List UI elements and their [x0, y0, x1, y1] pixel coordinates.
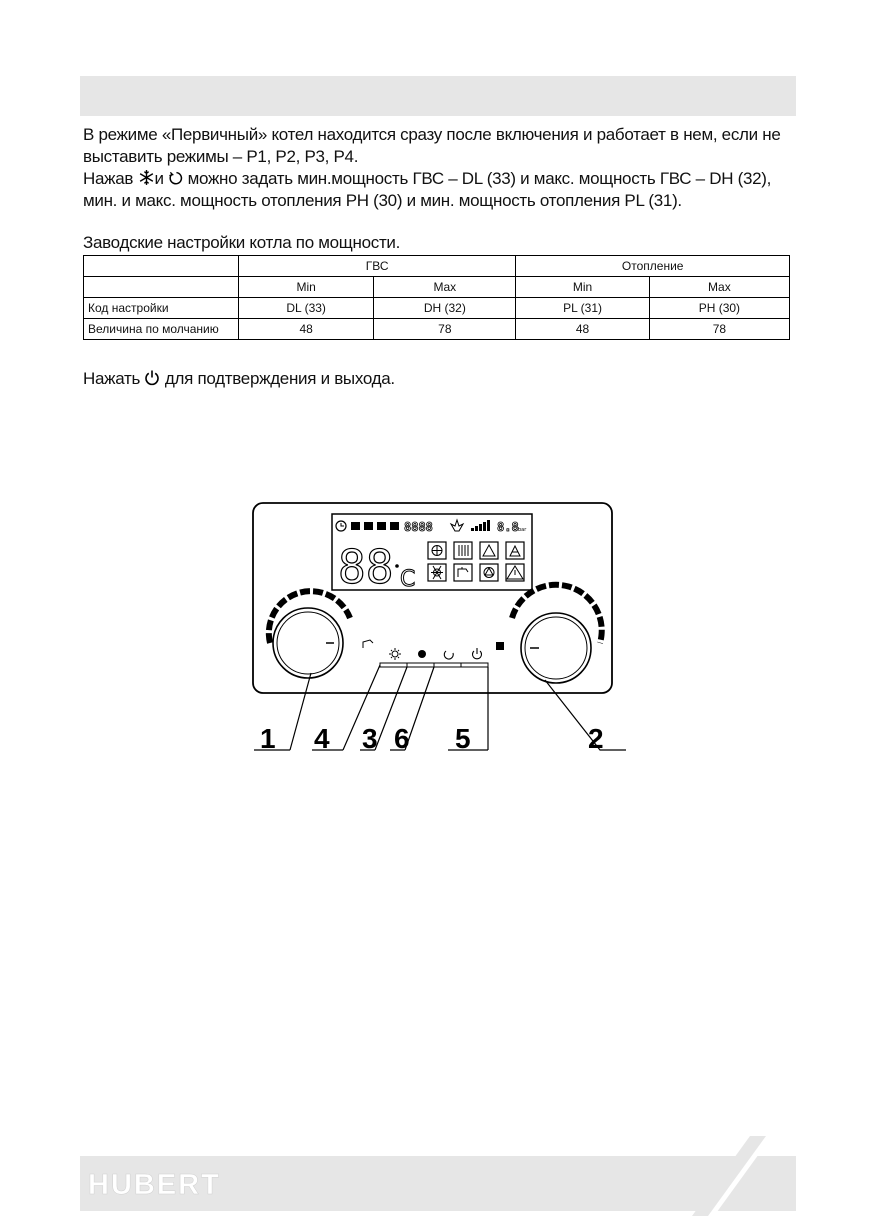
mode-button-icon	[418, 650, 426, 658]
tap-icon	[453, 563, 473, 582]
program-icon	[377, 522, 386, 530]
lcd-unit: bar	[518, 527, 527, 533]
table-row-label: Величина по молчанию	[83, 318, 239, 340]
table-group-header: Отопление	[515, 255, 790, 277]
control-panel-diagram: 8888 8.8 bar 88 C	[252, 502, 626, 754]
tap-icon	[362, 639, 374, 648]
table-row: Код настройки DL (33) DH (32) PL (31) PH…	[83, 297, 791, 319]
table-row: Величина по молчанию 48 78 48 78	[83, 318, 791, 340]
snowflake-icon	[427, 541, 447, 560]
table-subheader: Max	[648, 276, 791, 298]
lcd-small-digits: 8888	[404, 520, 433, 534]
panel-outline	[252, 502, 613, 694]
button-row	[379, 648, 489, 668]
status-icon-grid	[427, 541, 525, 582]
program-icon	[390, 522, 399, 530]
power-icon	[145, 370, 160, 386]
program-icon	[364, 522, 373, 530]
table-subheader: Max	[373, 276, 517, 298]
table-cell: 78	[373, 318, 517, 340]
paragraph-settings: Нажав и можно задать мин.мощность ГВС – …	[83, 168, 803, 212]
paragraph-text: и	[154, 169, 165, 188]
table-group-header-row: ГВС Отопление	[83, 255, 790, 277]
paragraph-text: Нажав	[83, 169, 134, 188]
power-icon	[471, 648, 483, 660]
table-subheader: Min	[237, 276, 375, 298]
callout-label: 4	[314, 723, 330, 754]
flow-icon	[479, 563, 499, 582]
brand-name: HUBERT	[88, 1169, 221, 1201]
degree-dot	[395, 564, 399, 568]
table-cell: DL (33)	[237, 297, 375, 319]
table-cell: PH (30)	[648, 297, 791, 319]
footer-stripes	[692, 1136, 772, 1216]
table-cell: 48	[515, 318, 650, 340]
flame-icon	[449, 518, 465, 532]
table-cell: 48	[237, 318, 375, 340]
knob-scale	[265, 588, 353, 644]
table-cell: PL (31)	[515, 297, 650, 319]
indicator-square	[496, 642, 504, 650]
paragraph-text: Нажать	[83, 369, 141, 388]
callout-label: 3	[362, 723, 378, 754]
callout-leaders	[254, 664, 626, 751]
callout-label: 2	[588, 723, 604, 754]
power-settings-table: ГВС Отопление Min Max Min Max Код настро…	[83, 255, 791, 340]
paragraph-primary-mode: В режиме «Первичный» котел находится сра…	[83, 125, 781, 166]
callout-label: 5	[455, 723, 471, 754]
table-group-header: ГВС	[237, 255, 517, 277]
radiator-icon	[453, 541, 473, 560]
table-cell: DH (32)	[373, 297, 517, 319]
table-cell	[83, 276, 239, 298]
header-bar	[80, 76, 796, 116]
lcd-display	[331, 513, 533, 591]
sun-icon	[427, 563, 447, 582]
brand-logo: HUBERT	[88, 1169, 221, 1202]
paragraph-confirm: Нажать для подтверждения и выхода.	[83, 368, 803, 390]
lcd-main-digits: 88	[338, 540, 393, 594]
lcd-pressure: 8.8	[497, 520, 519, 534]
reset-icon	[443, 650, 454, 660]
fan-icon	[479, 541, 499, 560]
table-cell	[83, 255, 239, 277]
table-caption: Заводские настройки котла по мощности.	[83, 233, 401, 252]
footer-bar	[80, 1156, 796, 1211]
paragraph-text: для подтверждения и выхода.	[164, 369, 395, 388]
callout-label: 1	[260, 723, 276, 754]
sun-icon	[389, 648, 401, 660]
table-row-label: Код настройки	[83, 297, 239, 319]
warning-icon	[505, 563, 525, 582]
paragraph-text: можно задать мин.мощность ГВС – DL (33) …	[83, 169, 772, 210]
snowflake-icon	[139, 170, 153, 185]
reset-icon	[169, 171, 183, 185]
knob-scale	[509, 581, 605, 644]
lcd-degree-unit: C	[400, 567, 415, 592]
dhw-temperature-knob	[265, 588, 353, 679]
table-subheader: Min	[515, 276, 650, 298]
pump-icon	[505, 541, 525, 560]
clock-icon	[335, 520, 347, 532]
callout-label: 6	[394, 723, 410, 754]
heating-temperature-knob	[496, 581, 605, 684]
table-subheader-row: Min Max Min Max	[83, 276, 791, 298]
signal-icon	[471, 520, 490, 531]
table-cell: 78	[648, 318, 791, 340]
program-icon	[351, 522, 360, 530]
